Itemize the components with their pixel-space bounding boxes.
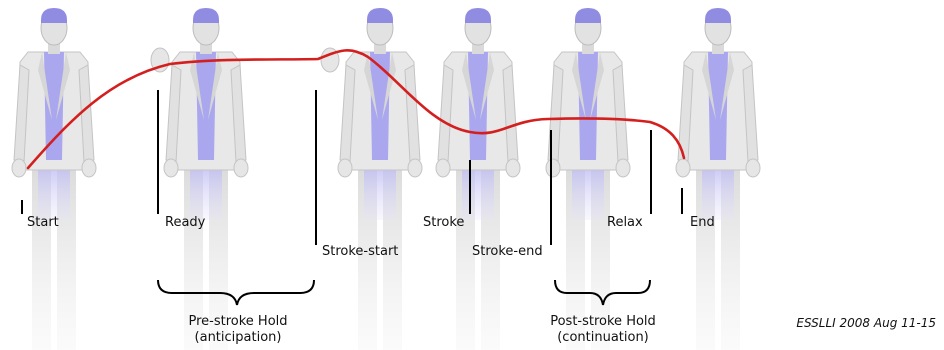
figure-stroke-end (546, 8, 630, 350)
post-stroke-hold-label: Post-stroke Hold (continuation) (534, 314, 672, 346)
post-stroke-hold-title: Post-stroke Hold (534, 314, 672, 330)
label-end: End (690, 215, 715, 230)
footer-caption: ESSLLI 2008 Aug 11-15 (796, 316, 936, 330)
pre-stroke-hold-label: Pre-stroke Hold (anticipation) (168, 314, 308, 346)
figure-stroke-start (338, 8, 422, 350)
label-stroke-start: Stroke-start (322, 244, 398, 259)
label-stroke-end: Stroke-end (472, 244, 543, 259)
label-relax: Relax (607, 215, 643, 230)
figure-stroke (436, 8, 520, 350)
label-ready: Ready (165, 215, 205, 230)
pre-stroke-hold-title: Pre-stroke Hold (168, 314, 308, 330)
post-stroke-hold-subtitle: (continuation) (534, 330, 672, 346)
pre-stroke-hold-subtitle: (anticipation) (168, 330, 308, 346)
label-stroke: Stroke (423, 215, 464, 230)
figure-start (12, 8, 96, 350)
pre-stroke-brace (158, 280, 314, 305)
label-start: Start (27, 215, 59, 230)
figure-end (676, 8, 760, 350)
